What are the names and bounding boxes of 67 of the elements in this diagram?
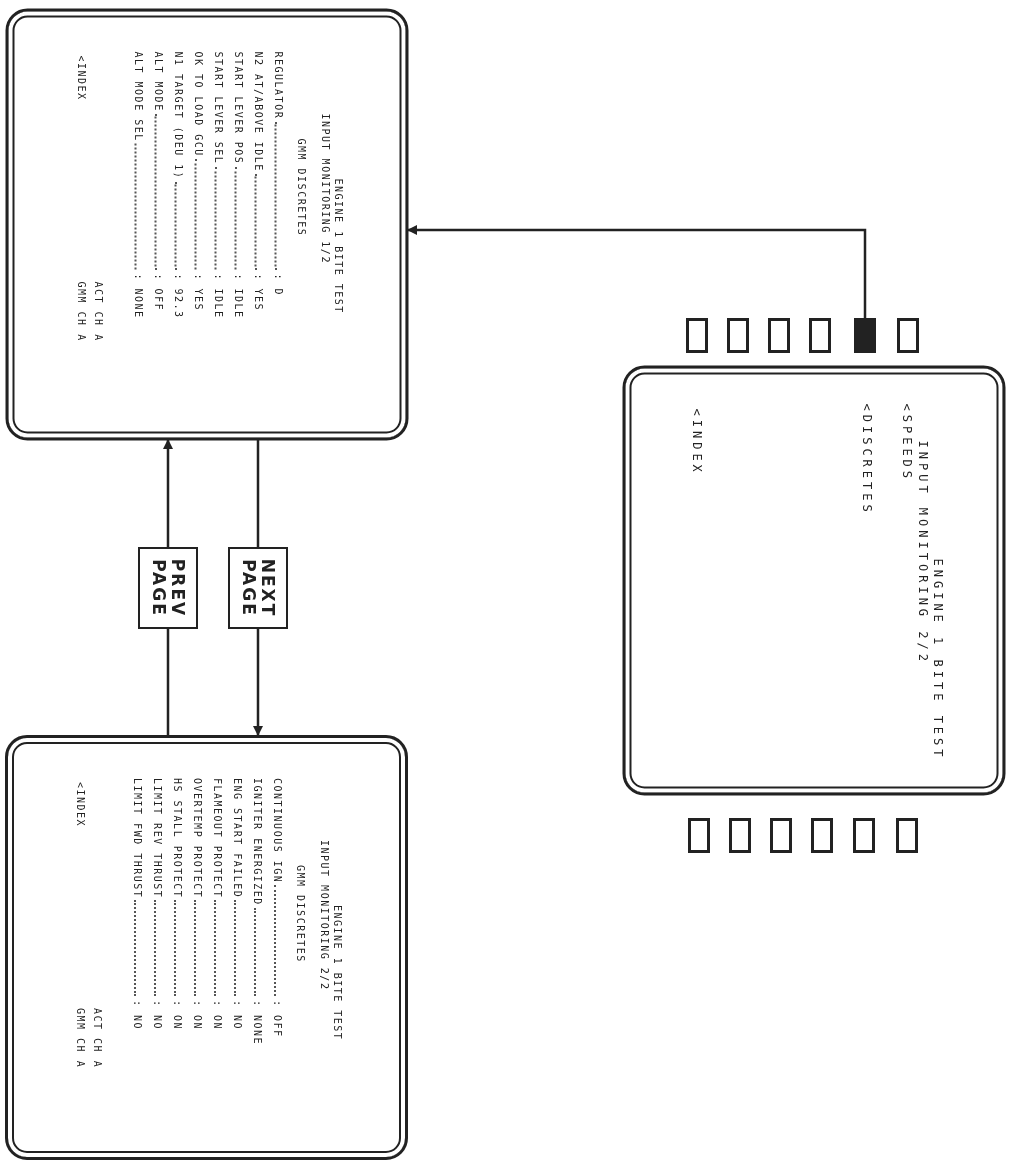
parameter-value: : D <box>271 273 283 296</box>
status-text: GMM CH A <box>74 281 86 342</box>
status-text: ACT CH A <box>91 281 103 342</box>
edge-label: PREV PAGE <box>138 546 198 629</box>
parameter-value: : YES <box>251 273 263 311</box>
screen-title: GMM DISCRETES <box>294 138 306 236</box>
screen-title: INPUT MONITORING 2/2 <box>318 840 330 991</box>
parameter-value: : ON <box>211 1000 223 1031</box>
screen-title: ENGINE 1 BITE TEST <box>331 178 343 314</box>
parameter-value: : YES <box>191 273 203 311</box>
line-select-key <box>809 318 831 353</box>
parameter-name: IGNITER ENERGIZED <box>251 778 263 906</box>
line-select-key <box>896 818 918 853</box>
line-select-key <box>686 318 708 353</box>
line-select-key <box>770 818 792 853</box>
parameter-name: LIMIT FWD THRUST <box>131 778 143 899</box>
parameter-value: : NO <box>131 1000 143 1031</box>
parameter-name: CONTINUOUS IGN <box>271 778 283 884</box>
menu-prompt: <INDEX <box>74 55 86 101</box>
screen-title: INPUT MONITORING 2/2 <box>915 440 929 665</box>
parameter-value: : NO <box>231 1000 243 1031</box>
screen-title: ENGINE 1 BITE TEST <box>930 558 944 761</box>
display-screen <box>622 365 1005 795</box>
parameter-name: HS STALL PROTECT <box>171 778 183 899</box>
screen-title: ENGINE 1 BITE TEST <box>331 905 343 1041</box>
status-text: ACT CH A <box>91 1008 103 1069</box>
status-text: GMM CH A <box>74 1008 86 1069</box>
menu-prompt: <DISCRETES <box>859 403 873 516</box>
parameter-name: ENG START FAILED <box>231 778 243 899</box>
parameter-name: OK TO LOAD GCU <box>191 51 203 157</box>
parameter-name: ALT MODE <box>151 51 163 112</box>
parameter-name: FLAMEOUT PROTECT <box>211 778 223 899</box>
parameter-name: N1 TARGET (DEU 1) <box>171 51 183 179</box>
line-select-key <box>688 818 710 853</box>
parameter-name: ALT MODE SEL <box>131 51 143 142</box>
parameter-value: : OFF <box>151 273 163 311</box>
parameter-value: : IDLE <box>231 273 243 319</box>
parameter-value: : NONE <box>251 1000 263 1046</box>
line-select-key <box>854 318 876 353</box>
parameter-value: : 92.3 <box>171 273 183 319</box>
line-select-key <box>811 818 833 853</box>
menu-prompt: <INDEX <box>74 782 86 828</box>
screen-title: INPUT MONITORING 1/2 <box>318 113 330 264</box>
menu-prompt: <INDEX <box>689 408 703 476</box>
screen-title: GMM DISCRETES <box>294 865 306 963</box>
menu-prompt: <SPEEDS <box>899 403 913 482</box>
parameter-value: : ON <box>171 1000 183 1031</box>
line-select-key <box>727 318 749 353</box>
parameter-value: : NO <box>151 1000 163 1031</box>
parameter-name: N2 AT/ABOVE IDLE <box>251 51 263 172</box>
edge-label: NEXT PAGE <box>228 546 288 629</box>
display-screen <box>5 8 408 440</box>
line-select-key <box>897 318 919 353</box>
line-select-key <box>768 318 790 353</box>
parameter-name: OVERTEMP PROTECT <box>191 778 203 899</box>
parameter-name: START LEVER SEL <box>211 51 223 164</box>
line-select-key <box>853 818 875 853</box>
line-select-key <box>729 818 751 853</box>
parameter-value: : NONE <box>131 273 143 319</box>
parameter-name: LIMIT REV THRUST <box>151 778 163 899</box>
parameter-value: : IDLE <box>211 273 223 319</box>
display-screen <box>5 735 408 1160</box>
parameter-value: : OFF <box>271 1000 283 1038</box>
arrow <box>407 225 867 318</box>
parameter-value: : ON <box>191 1000 203 1031</box>
parameter-name: REGULATOR <box>271 51 283 119</box>
parameter-name: START LEVER POS <box>231 51 243 164</box>
